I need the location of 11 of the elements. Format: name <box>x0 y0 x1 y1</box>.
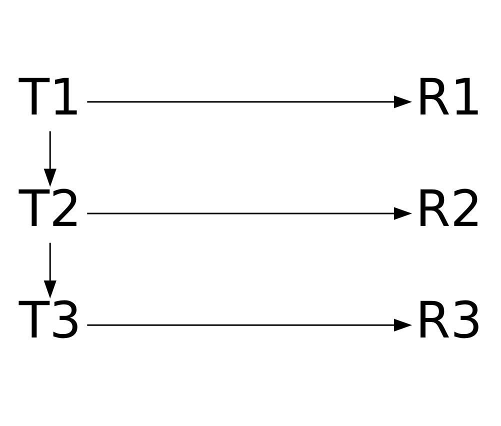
node-text: R1 <box>416 66 482 126</box>
node-text: R2 <box>416 178 482 238</box>
arrow <box>87 95 412 108</box>
arrow <box>87 318 412 331</box>
node-text: T2 <box>18 178 82 238</box>
arrow <box>44 242 56 298</box>
node-text: T3 <box>18 290 82 350</box>
arrow <box>44 130 56 186</box>
node-text: R3 <box>416 290 482 350</box>
node-text: T1 <box>18 66 82 126</box>
arrow <box>87 206 412 220</box>
